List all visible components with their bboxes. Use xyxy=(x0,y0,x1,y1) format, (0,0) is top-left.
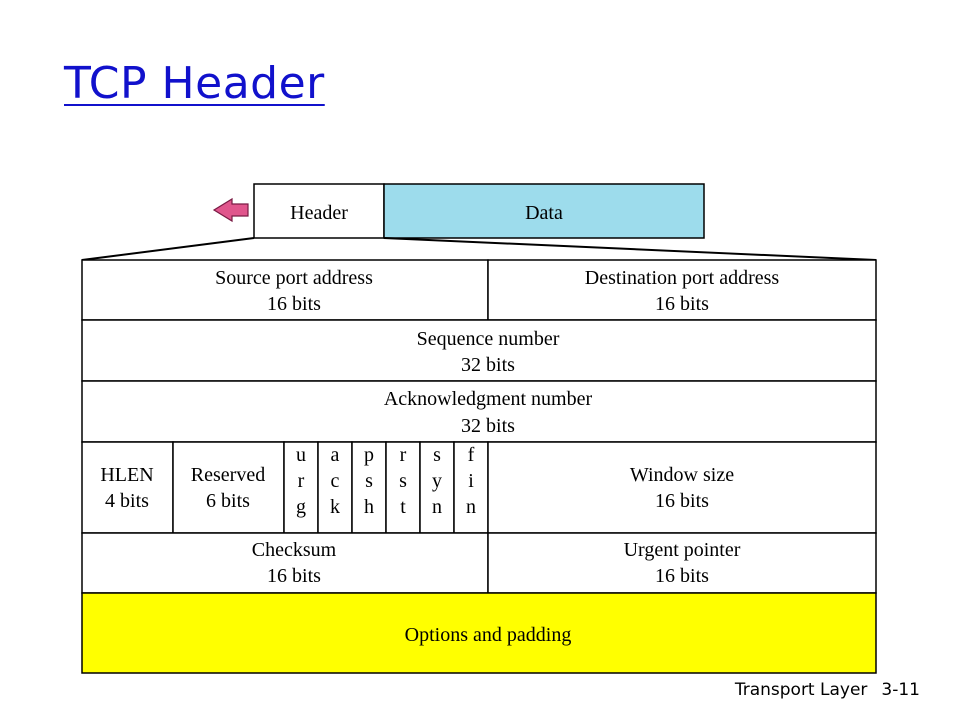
segment-header-label: Header xyxy=(290,202,348,224)
flag-ack-char: a xyxy=(331,444,340,466)
footer-page-number: 3-11 xyxy=(881,680,920,700)
dest-port-size: 16 bits xyxy=(655,293,709,315)
flag-psh-char: h xyxy=(364,496,374,518)
options-field xyxy=(81,592,877,674)
flag-urg-char: g xyxy=(296,496,306,518)
urgent-pointer-name: Urgent pointer xyxy=(624,539,741,561)
flag-rst xyxy=(385,441,421,534)
slide-title: TCP Header xyxy=(64,58,325,109)
options-name: Options and padding xyxy=(405,624,572,646)
row-sequence: Sequence number 32 bits xyxy=(81,319,877,382)
flag-rst-char: r xyxy=(400,444,407,466)
reserved-size: 6 bits xyxy=(206,490,250,512)
slide-footer: Transport Layer 3-11 xyxy=(721,680,920,700)
hlen-name: HLEN xyxy=(100,464,153,486)
flag-rst-char: t xyxy=(400,496,406,518)
flag-psh-char: p xyxy=(364,444,374,466)
window-field xyxy=(487,441,877,534)
row-ack: Acknowledgment number 32 bits xyxy=(81,380,877,443)
ack-size: 32 bits xyxy=(461,415,515,437)
flag-rst-char: s xyxy=(399,470,407,492)
checksum-name: Checksum xyxy=(252,539,337,561)
flag-fin-char: f xyxy=(468,444,475,466)
flag-fin-char: n xyxy=(466,496,476,518)
reserved-field xyxy=(172,441,285,534)
expand-line-left xyxy=(81,237,255,261)
urgent-pointer-field xyxy=(487,532,877,594)
flag-syn-char: y xyxy=(432,470,442,492)
flag-fin-char: i xyxy=(468,470,474,492)
hlen-field xyxy=(81,441,174,534)
segment-bar: Header Data xyxy=(212,183,705,239)
window-name: Window size xyxy=(630,464,734,486)
flag-psh xyxy=(351,441,387,534)
checksum-field xyxy=(81,532,489,594)
flag-syn-char: n xyxy=(432,496,442,518)
source-port-field xyxy=(81,259,489,321)
row-flags: HLEN 4 bits Reserved 6 bits u r g a c k … xyxy=(81,441,877,534)
reserved-name: Reserved xyxy=(191,464,265,486)
urgent-pointer-size: 16 bits xyxy=(655,565,709,587)
sequence-name: Sequence number xyxy=(417,328,560,350)
row-options: Options and padding xyxy=(81,592,877,674)
flag-fin xyxy=(453,441,489,534)
hlen-size: 4 bits xyxy=(105,490,149,512)
flag-urg-char: r xyxy=(298,470,305,492)
ack-name: Acknowledgment number xyxy=(384,388,593,410)
footer-section: Transport Layer xyxy=(734,680,868,700)
back-arrow-icon xyxy=(212,197,249,223)
row-checksum: Checksum 16 bits Urgent pointer 16 bits xyxy=(81,532,877,594)
flag-syn-char: s xyxy=(433,444,441,466)
expand-line-right xyxy=(383,237,877,261)
flag-psh-char: s xyxy=(365,470,373,492)
window-size: 16 bits xyxy=(655,490,709,512)
segment-data-label: Data xyxy=(525,202,563,224)
flag-ack xyxy=(317,441,353,534)
flag-ack-char: k xyxy=(330,496,340,518)
flag-urg-char: u xyxy=(296,444,306,466)
source-port-name: Source port address xyxy=(215,267,373,289)
segment-data-box xyxy=(383,183,705,239)
source-port-size: 16 bits xyxy=(267,293,321,315)
segment-header-box xyxy=(253,183,385,239)
dest-port-name: Destination port address xyxy=(585,267,780,289)
checksum-size: 16 bits xyxy=(267,565,321,587)
row-ports: Source port address 16 bits Destination … xyxy=(81,259,877,321)
sequence-size: 32 bits xyxy=(461,354,515,376)
flag-ack-char: c xyxy=(331,470,340,492)
